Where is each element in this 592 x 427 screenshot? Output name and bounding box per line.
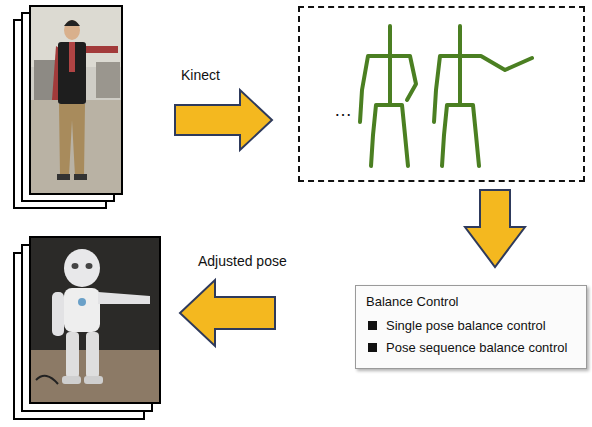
robot-head	[64, 249, 100, 287]
ellipsis-text: …	[334, 100, 352, 120]
bullet-square	[368, 343, 377, 352]
arrow-label: Adjusted pose	[198, 253, 287, 269]
robot-chest	[78, 298, 86, 306]
robot-arm	[52, 292, 64, 336]
text-row: Single pose balance control	[366, 315, 574, 337]
person-head	[64, 20, 80, 40]
cable	[36, 376, 58, 384]
block-arrow	[180, 280, 275, 346]
office-floor	[31, 100, 121, 193]
arrow-label: Kinect	[181, 67, 220, 83]
skeleton-panel: …	[298, 6, 585, 182]
photo-stack	[14, 6, 122, 208]
robot-torso	[64, 288, 100, 332]
person-shirt	[69, 42, 75, 72]
skeleton-figure	[434, 26, 532, 166]
box-heading: Balance Control	[366, 294, 459, 309]
robot-eye	[86, 263, 93, 269]
robot-foot	[62, 376, 81, 384]
person-pants	[59, 104, 85, 176]
person-vest	[58, 42, 86, 104]
person-arm	[84, 46, 118, 53]
text-row: Pose sequence balance control	[366, 337, 574, 359]
person-shoe	[74, 174, 87, 180]
text-row: …	[334, 100, 352, 121]
robot-arm	[98, 292, 150, 304]
process-box: Balance ControlSingle pose balance contr…	[355, 285, 587, 369]
robot-foot	[84, 376, 103, 384]
robot-leg	[66, 332, 79, 378]
office-desk	[96, 62, 120, 98]
bullet-text: Pose sequence balance control	[386, 340, 567, 355]
bullet-text: Single pose balance control	[386, 318, 546, 333]
text-row: Balance Control	[366, 292, 574, 311]
block-arrow	[175, 90, 272, 150]
photo-stack	[14, 237, 160, 419]
person-shoe	[57, 174, 70, 180]
robot-leg	[86, 332, 99, 378]
robot-eye	[72, 263, 79, 269]
bullet-square	[368, 321, 377, 330]
skeleton-figure	[360, 26, 416, 166]
photo-frame	[30, 237, 160, 403]
person-hair	[64, 20, 80, 26]
photo-frame	[30, 6, 122, 194]
block-arrow-connector	[465, 190, 525, 267]
skeleton	[360, 26, 532, 166]
